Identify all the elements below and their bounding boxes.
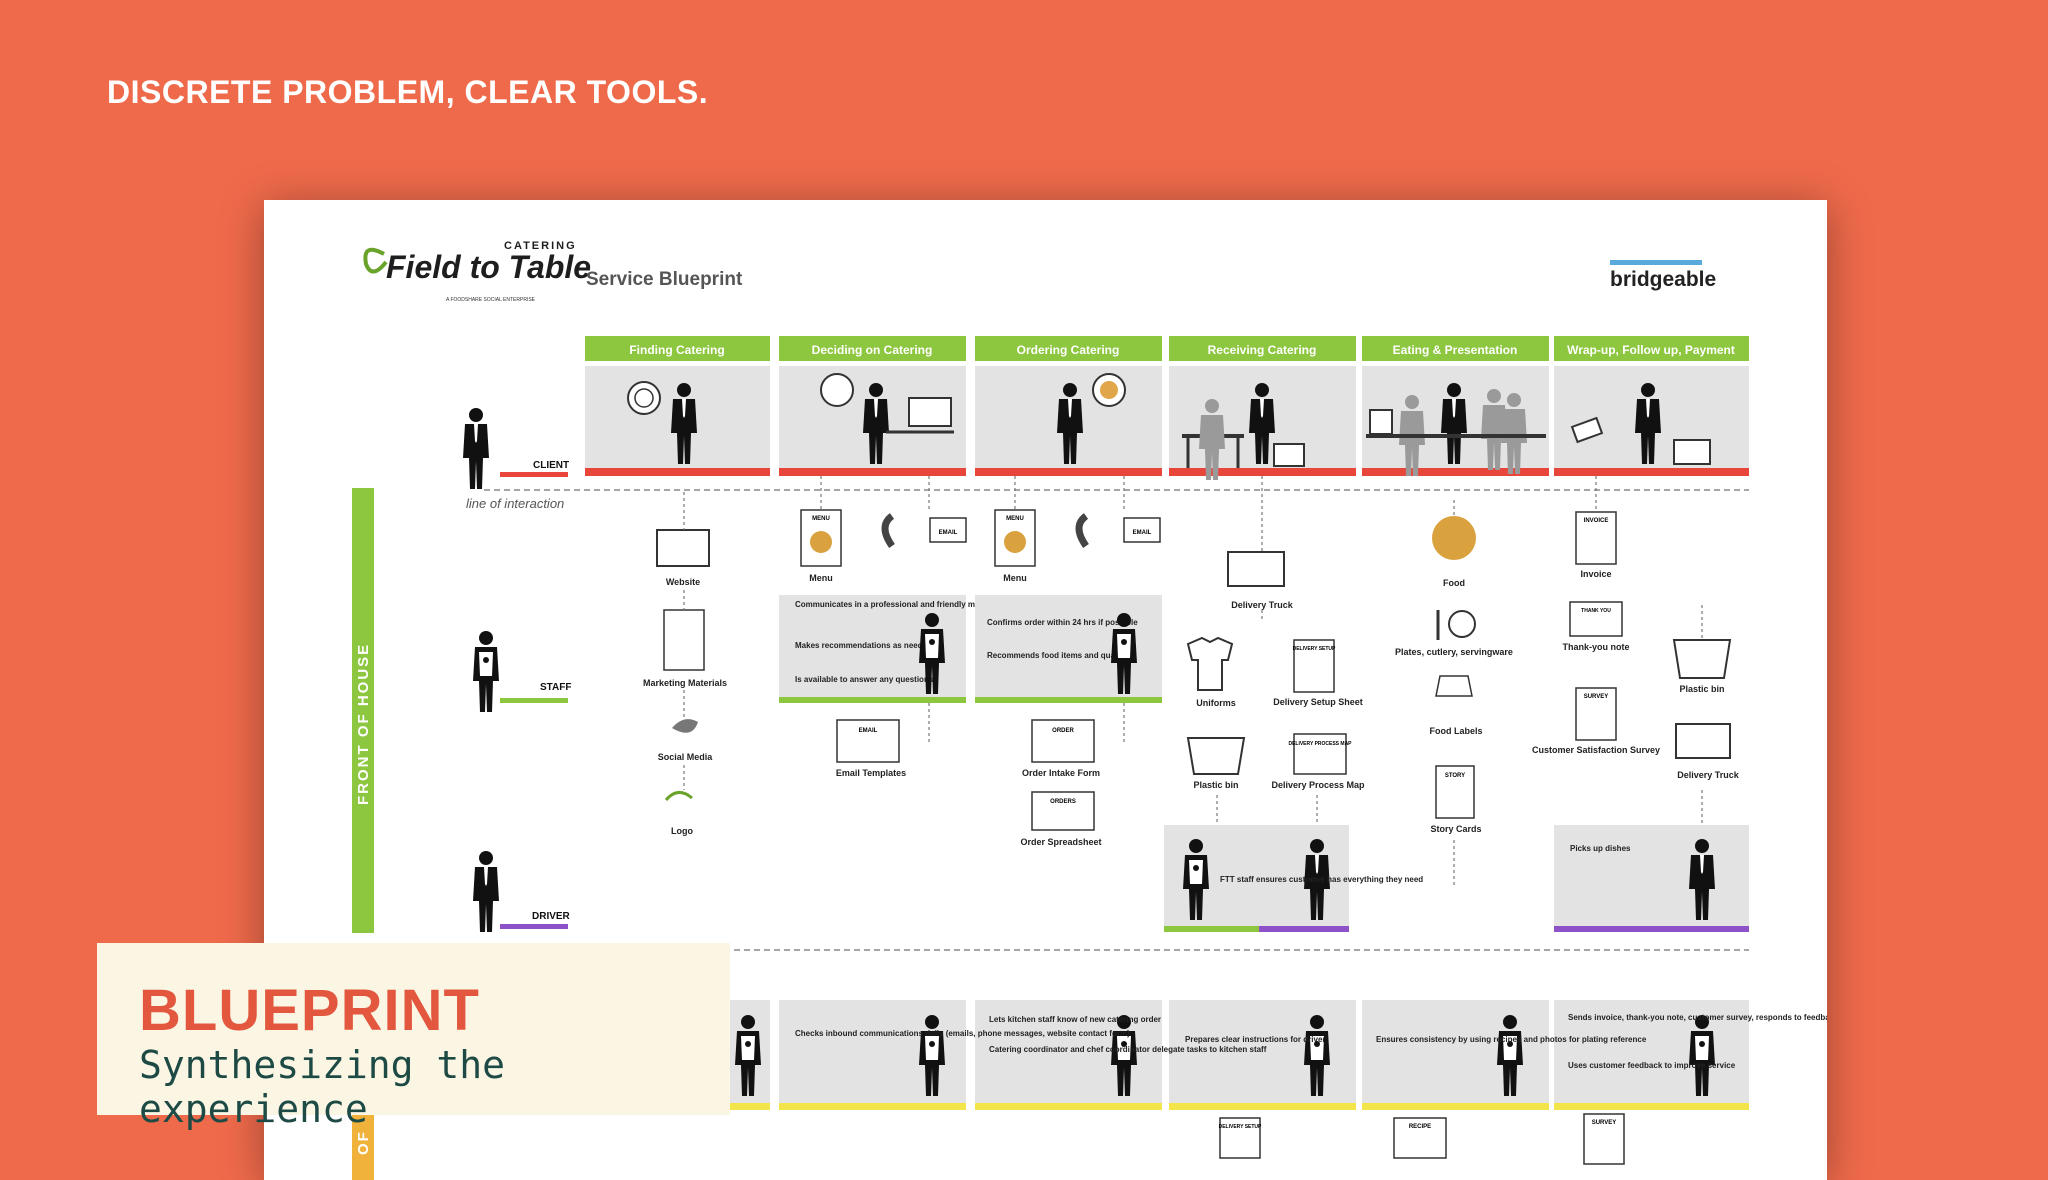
survey-tag-2: SURVEY	[1592, 1120, 1617, 1126]
phase-deciding: Deciding on Catering	[812, 343, 933, 357]
story-tag: STORY	[1445, 773, 1465, 779]
front-of-house-bar	[352, 488, 374, 933]
touchpoint-plastic-bin-2: Plastic bin	[1679, 684, 1724, 694]
back-note-4: Prepares clear instructions for driver	[1185, 1035, 1326, 1044]
thanks-tag: THANK YOU	[1581, 608, 1611, 614]
driver-note-wrap: Picks up dishes	[1570, 844, 1631, 853]
blueprint-heading: Service Blueprint	[586, 269, 743, 290]
touchpoint-survey: Customer Satisfaction Survey	[1532, 745, 1660, 755]
back-note-3: Catering coordinator and chef coordinato…	[989, 1045, 1267, 1054]
touchpoint-social: Social Media	[658, 752, 714, 762]
touchpoint-food: Food	[1443, 578, 1465, 588]
touchpoint-story-cards: Story Cards	[1430, 824, 1481, 834]
back-note-7: Uses customer feedback to improve servic…	[1568, 1061, 1736, 1070]
logo-small-text: A FOODSHARE SOCIAL ENTERPRISE	[446, 297, 536, 303]
touchpoint-thank-you: Thank-you note	[1563, 642, 1630, 652]
deciding-touchpoints: MENU Menu EMAIL Communicates in a profes…	[779, 509, 997, 778]
email-tag-1: EMAIL	[939, 530, 958, 536]
caption-title: BLUEPRINT	[139, 978, 480, 1043]
driver-role-icon	[473, 851, 499, 932]
receiving-touchpoints: Delivery Truck Uniforms Plastic bin DELI…	[1164, 551, 1423, 932]
touchpoint-delivery-process: Delivery Process Map	[1271, 780, 1365, 790]
touchpoint-order-sheet: Order Spreadsheet	[1020, 837, 1101, 847]
driver-note-receiving: FTT staff ensures customer has everythin…	[1220, 875, 1423, 884]
phase-headers: Finding Catering Deciding on Catering Or…	[585, 336, 1749, 361]
touchpoint-order-intake: Order Intake Form	[1022, 768, 1100, 778]
touchpoint-delivery-truck-2: Delivery Truck	[1677, 770, 1740, 780]
touchpoint-plastic-bin: Plastic bin	[1193, 780, 1238, 790]
phase-receiving: Receiving Catering	[1208, 343, 1317, 357]
client-role-label: CLIENT	[533, 460, 569, 471]
staff-role-label: STAFF	[540, 682, 571, 693]
touchpoint-menu-2: Menu	[1003, 573, 1027, 583]
driver-role-label: DRIVER	[532, 911, 571, 922]
client-role-bar	[500, 472, 568, 477]
back-of-house-row: Checks inbound communications daily (ema…	[585, 1000, 1827, 1165]
phase-eating: Eating & Presentation	[1393, 343, 1518, 357]
phase-ordering: Ordering Catering	[1017, 343, 1120, 357]
logo-wordmark: Field to Table	[386, 249, 591, 285]
invoice-tag: INVOICE	[1584, 518, 1609, 524]
staff-note-ordering-2: Recommends food items and quantity	[987, 651, 1132, 660]
wrapup-touchpoints: INVOICE Invoice THANK YOU Thank-you note…	[1532, 511, 1749, 932]
staff-note-deciding-2: Makes recommendations as needed	[795, 641, 932, 650]
process-tag: DELIVERY PROCESS MAP	[1288, 741, 1352, 747]
caption-subtitle: Synthesizing the experience	[139, 1043, 506, 1131]
back-note-2: Lets kitchen staff know of new catering …	[989, 1015, 1161, 1024]
setup-tag: DELIVERY SETUP	[1293, 646, 1336, 652]
eating-touchpoints: Food Plates, cutlery, servingware Food L…	[1395, 516, 1513, 834]
staff-role-icon	[473, 631, 499, 712]
field-to-table-logo: Field to Table CATERING A FOODSHARE SOCI…	[363, 240, 591, 303]
client-role-icon	[463, 408, 489, 489]
staff-role-bar	[500, 698, 568, 703]
recipe-tag: RECIPE	[1409, 1124, 1431, 1130]
orders-tag: ORDERS	[1050, 799, 1076, 805]
touchpoint-plates: Plates, cutlery, servingware	[1395, 647, 1513, 657]
staff-note-ordering-1: Confirms order within 24 hrs if possible	[987, 618, 1138, 627]
touchpoint-delivery-setup: Delivery Setup Sheet	[1273, 697, 1363, 707]
back-of-house-label: OF	[355, 1130, 372, 1155]
bridgeable-logo: bridgeable	[1610, 268, 1716, 291]
logo-tag: CATERING	[504, 240, 577, 252]
blueprint-canvas: Field to Table CATERING A FOODSHARE SOCI…	[352, 240, 1827, 1180]
ordering-touchpoints: MENU Menu EMAIL Confirms order within 24…	[975, 509, 1162, 847]
email-tag-2: EMAIL	[859, 728, 878, 734]
caption-box: BLUEPRINT Synthesizing the experience	[97, 943, 730, 1131]
finding-touchpoints: Website Marketing Materials Social Media…	[643, 529, 727, 836]
line-of-interaction-label: line of interaction	[466, 496, 564, 511]
touchpoint-food-labels: Food Labels	[1429, 726, 1482, 736]
email-tag-3: EMAIL	[1133, 530, 1152, 536]
setup-tag-2: DELIVERY SETUP	[1219, 1124, 1262, 1130]
survey-tag: SURVEY	[1584, 694, 1609, 700]
touchpoint-email-templates: Email Templates	[836, 768, 906, 778]
driver-role-bar	[500, 924, 568, 929]
order-tag: ORDER	[1052, 728, 1074, 734]
phase-finding: Finding Catering	[629, 343, 724, 357]
touchpoint-invoice: Invoice	[1580, 569, 1611, 579]
front-of-house-label: FRONT OF HOUSE	[355, 643, 372, 805]
touchpoint-delivery-truck: Delivery Truck	[1231, 600, 1294, 610]
menu-tag-1: MENU	[812, 516, 830, 522]
back-note-1: Checks inbound communications daily (ema…	[795, 1029, 1130, 1038]
client-row	[585, 366, 1749, 480]
touchpoint-uniforms: Uniforms	[1196, 698, 1236, 708]
phase-wrapup: Wrap-up, Follow up, Payment	[1567, 343, 1735, 357]
menu-tag-2: MENU	[1006, 516, 1024, 522]
touchpoint-menu-1: Menu	[809, 573, 833, 583]
staff-note-deciding-3: Is available to answer any questions	[795, 675, 934, 684]
bridgeable-bar	[1610, 260, 1702, 265]
touchpoint-logo: Logo	[671, 826, 693, 836]
touchpoint-marketing: Marketing Materials	[643, 678, 727, 688]
staff-note-deciding-1: Communicates in a professional and frien…	[795, 600, 997, 609]
connectors	[683, 476, 1703, 885]
touchpoint-website: Website	[666, 577, 700, 587]
back-note-6: Sends invoice, thank-you note, customer …	[1568, 1013, 1827, 1022]
back-note-5: Ensures consistency by using recipes and…	[1376, 1035, 1647, 1044]
slide-title: DISCRETE PROBLEM, CLEAR TOOLS.	[107, 74, 709, 110]
